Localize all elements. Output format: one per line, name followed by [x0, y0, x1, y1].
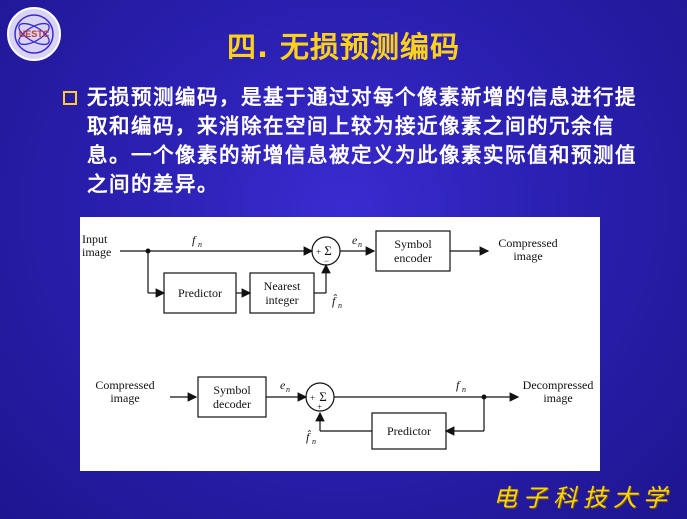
nearest-label-1: Nearest [264, 279, 301, 293]
slide-title: 四. 无损预测编码 [226, 30, 461, 64]
encoder-fhat: f̂ [332, 293, 337, 308]
decoder-sigma: Σ [319, 389, 327, 404]
decoder-plus-bottom: + [317, 402, 322, 412]
symbol-encoder-box [375, 230, 451, 272]
decoder-error-e: e [280, 378, 286, 392]
encoder-summing-junction [311, 236, 341, 266]
decoder-signal-f: f [456, 378, 461, 392]
encoder-fhat-sub: n [338, 301, 342, 310]
lossless-predictive-coding-diagram: Input image f n Predictor Nearest intege… [80, 217, 600, 471]
decoder-plus-top: + [310, 393, 315, 403]
decoder-predictor-box [371, 412, 447, 450]
encoder-output-label-1: Compressed [498, 236, 557, 250]
decoder-signal-f-sub: n [462, 385, 466, 394]
decoder-predictor-label: Predictor [387, 424, 431, 438]
decoder-output-label-2: image [543, 391, 572, 405]
symbol-decoder-label-2: decoder [213, 397, 251, 411]
university-logo: UESTC [7, 7, 61, 61]
symbol-decoder-box [197, 376, 267, 418]
encoder-predictor-label: Predictor [178, 286, 222, 300]
encoder-error-e: e [352, 233, 358, 247]
bullet-checkbox-icon [63, 91, 77, 105]
decoder-branch-dot [481, 394, 487, 400]
encoder-error-e-sub: n [358, 240, 362, 249]
decoder-fhat: f̂ [306, 429, 311, 444]
nearest-label-2: integer [265, 293, 298, 307]
encoder-output-label-2: image [513, 249, 542, 263]
decoder-summing-junction [305, 382, 335, 412]
footer-university-name: 电子科技大学 [493, 484, 673, 512]
decoder-input-label-1: Compressed [95, 378, 154, 392]
logo-text: UESTC [19, 29, 50, 39]
symbol-encoder-label-1: Symbol [394, 237, 432, 251]
encoder-predictor-box [163, 272, 237, 314]
encoder-input-label-1: Input [82, 232, 108, 246]
encoder-minus: − [324, 256, 329, 266]
slide-paragraph: 无损预测编码，是基于通过对每个像素新增的信息进行提取和编码，来消除在空间上较为接… [87, 85, 637, 196]
nearest-integer-box [249, 272, 315, 314]
symbol-encoder-label-2: encoder [394, 251, 432, 265]
decoder-error-e-sub: n [286, 385, 290, 394]
encoder-branch-dot [145, 248, 151, 254]
encoder-signal-f: f [192, 233, 197, 247]
encoder-input-label-2: image [82, 245, 111, 259]
decoder-output-label-1: Decompressed [523, 378, 594, 392]
decoder-input-label-2: image [110, 391, 139, 405]
encoder-sigma: Σ [324, 243, 332, 258]
encoder-signal-f-sub: n [198, 240, 202, 249]
symbol-decoder-label-1: Symbol [213, 383, 251, 397]
encoder-plus: + [316, 247, 321, 257]
decoder-fhat-sub: n [312, 437, 316, 446]
